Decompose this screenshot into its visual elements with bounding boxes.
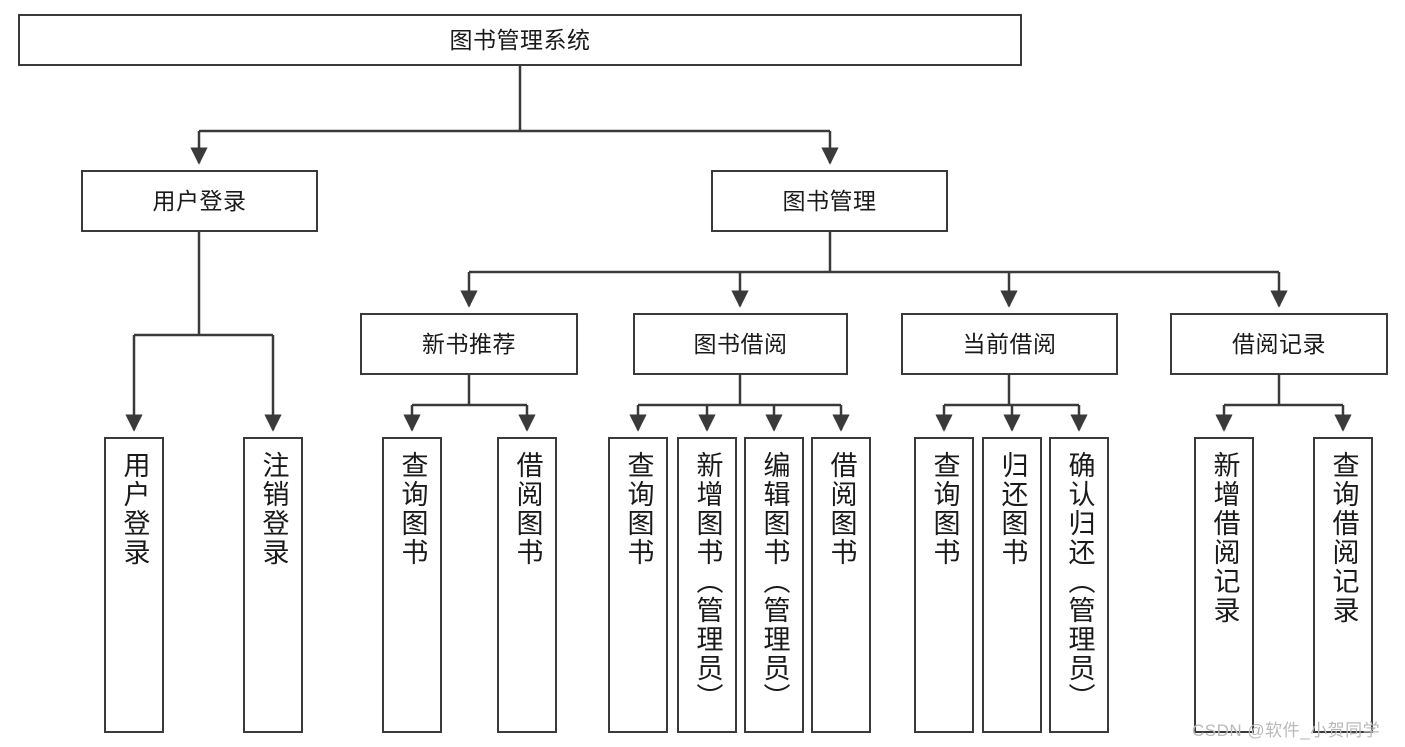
node-leaf-query-book-3[interactable]: 查询图书	[914, 437, 974, 733]
node-leaf-add-book-label: 新增图书（管理员）	[692, 451, 723, 712]
node-leaf-add-record[interactable]: 新增借阅记录	[1194, 437, 1254, 733]
node-leaf-borrow-book-2[interactable]: 借阅图书	[811, 437, 871, 733]
node-leaf-logout-label: 注销登录	[258, 451, 289, 567]
node-new-book-rec[interactable]: 新书推荐	[360, 313, 578, 375]
node-book-manage-label: 图书管理	[782, 187, 877, 214]
node-leaf-query-book-3-label: 查询图书	[929, 451, 960, 567]
node-leaf-logout[interactable]: 注销登录	[243, 437, 303, 733]
node-current-borrow-label: 当前借阅	[962, 330, 1057, 357]
node-root[interactable]: 图书管理系统	[18, 14, 1022, 66]
node-leaf-borrow-book-2-label: 借阅图书	[826, 451, 857, 567]
node-leaf-borrow-book-1[interactable]: 借阅图书	[497, 437, 557, 733]
node-leaf-query-book-1[interactable]: 查询图书	[382, 437, 442, 733]
node-leaf-query-book-2[interactable]: 查询图书	[608, 437, 668, 733]
node-leaf-edit-book-label: 编辑图书（管理员）	[759, 451, 790, 712]
node-new-book-rec-label: 新书推荐	[422, 330, 516, 357]
node-leaf-query-record-label: 查询借阅记录	[1328, 451, 1359, 625]
node-leaf-user-login-label: 用户登录	[119, 451, 150, 567]
node-leaf-query-record[interactable]: 查询借阅记录	[1313, 437, 1373, 733]
node-current-borrow[interactable]: 当前借阅	[901, 313, 1118, 375]
node-leaf-add-book[interactable]: 新增图书（管理员）	[677, 437, 737, 733]
node-book-borrow[interactable]: 图书借阅	[633, 313, 848, 375]
node-leaf-borrow-book-1-label: 借阅图书	[512, 451, 543, 567]
node-book-manage[interactable]: 图书管理	[711, 170, 948, 232]
node-leaf-return-book[interactable]: 归还图书	[982, 437, 1042, 733]
node-leaf-confirm-return-label: 确认归还（管理员）	[1064, 451, 1095, 712]
node-user-login[interactable]: 用户登录	[81, 170, 318, 232]
node-leaf-query-book-1-label: 查询图书	[397, 451, 428, 567]
node-leaf-query-book-2-label: 查询图书	[623, 451, 654, 567]
node-user-login-label: 用户登录	[152, 187, 247, 214]
node-leaf-return-book-label: 归还图书	[997, 451, 1028, 567]
node-borrow-record-label: 借阅记录	[1232, 330, 1326, 357]
node-borrow-record[interactable]: 借阅记录	[1170, 313, 1388, 375]
node-leaf-confirm-return[interactable]: 确认归还（管理员）	[1049, 437, 1109, 733]
node-leaf-add-record-label: 新增借阅记录	[1209, 451, 1240, 625]
node-book-borrow-label: 图书借阅	[693, 330, 788, 357]
node-root-label: 图书管理系统	[449, 26, 591, 53]
node-leaf-edit-book[interactable]: 编辑图书（管理员）	[744, 437, 804, 733]
node-leaf-user-login[interactable]: 用户登录	[104, 437, 164, 733]
